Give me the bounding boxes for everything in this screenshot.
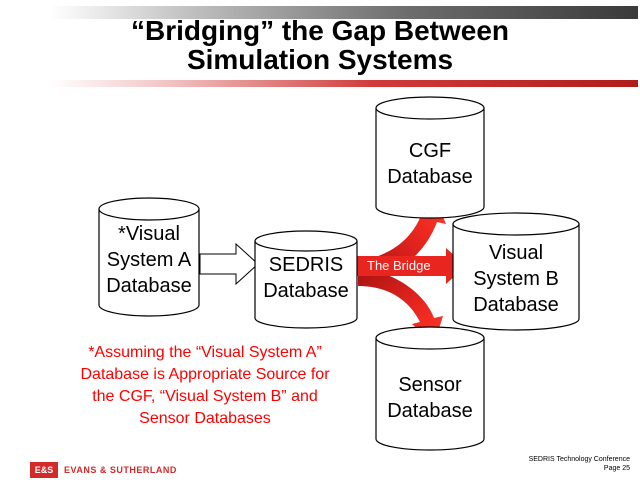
cgf-database: CGF Database	[375, 96, 485, 220]
visual-a-label: *Visual System A Database	[106, 223, 192, 297]
cgf-label: CGF Database	[387, 140, 473, 188]
sensor-database: Sensor Database	[375, 326, 485, 452]
conference-name: SEDRIS Technology Conference	[528, 456, 630, 463]
sedris-database: SEDRIS Database	[254, 230, 358, 330]
slide-title: “Bridging” the Gap Between Simulation Sy…	[60, 16, 580, 74]
cylinder-shape	[375, 326, 485, 451]
visual-system-b-database: Visual System B Database	[452, 212, 580, 332]
bridge-arrow-down	[358, 268, 443, 344]
header-gradient-bar	[50, 6, 638, 19]
title-underline-bar	[50, 80, 638, 87]
page-number: Page 25	[603, 465, 630, 472]
visual-b-label: Visual System B Database	[473, 242, 559, 316]
cylinder-shape	[98, 197, 200, 317]
bridge-label: The Bridge	[367, 258, 431, 273]
company-logo: E&S EVANS & SUTHERLAND	[30, 462, 177, 478]
cylinder-shape	[452, 212, 580, 331]
logo-name: EVANS & SUTHERLAND	[64, 465, 177, 475]
sensor-label: Sensor Database	[387, 374, 473, 422]
arrow-a-to-sedris	[199, 242, 259, 286]
bridge-arrow-right	[356, 248, 466, 284]
visual-system-a-database: *Visual System A Database	[98, 197, 200, 317]
assumption-note: *Assuming the “Visual System A” Database…	[80, 344, 330, 427]
sedris-label: SEDRIS Database	[263, 254, 349, 302]
footer-info: SEDRIS Technology Conference Page 25	[529, 455, 630, 473]
cylinder-shape	[375, 96, 485, 219]
logo-mark: E&S	[30, 462, 58, 478]
title-line-2: Simulation Systems	[186, 44, 454, 75]
title-line-1: “Bridging” the Gap Between	[130, 15, 510, 46]
cylinder-shape	[254, 230, 358, 329]
